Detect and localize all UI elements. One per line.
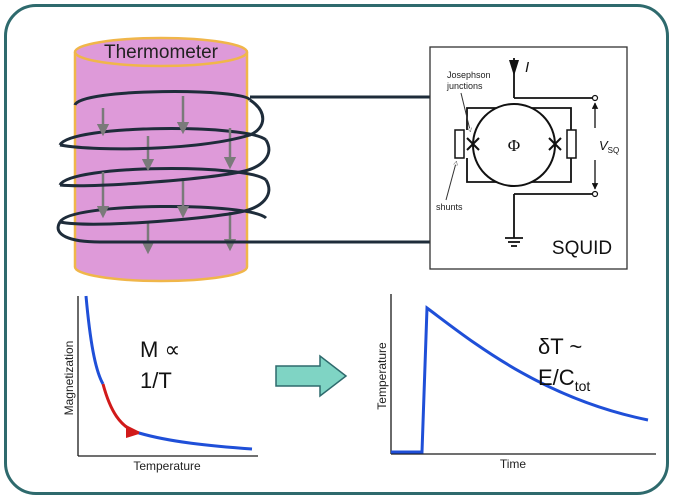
shunts-label: shunts [436,202,463,212]
magnetization-xlabel: Temperature [133,459,201,473]
current-arrow [509,60,519,76]
shunt-resistors [454,129,577,159]
magnetization-axes [77,296,258,457]
pulse-formula-line1: δT ~ [538,334,582,359]
temperature-pulse-curve [391,305,649,454]
squid-label: SQUID [552,238,612,259]
shunts-pointer [445,163,456,201]
magnetization-curve-low [138,431,253,451]
josephson-label-line1: Josephson [447,70,491,80]
terminal-top [591,94,599,102]
thermometer-cylinder [73,36,249,283]
josephson-label-line2: junctions [446,81,483,91]
josephson-junctions [466,137,562,151]
pulse-xlabel: Time [500,457,527,471]
pickup-coil [56,95,430,244]
flux-symbol: Φ [508,136,520,155]
magnetization-curve-high [84,295,105,385]
voltage-label: VSQ [599,138,619,155]
magnetization-ylabel: Magnetization [62,341,76,416]
josephson-pointer [460,92,470,130]
pulse-axes [390,294,656,455]
magnetization-formula-line1: M ∝ [140,337,180,362]
magnetic-moment-arrows [96,96,237,255]
pulse-formula-line2: E/Ctot [538,365,590,394]
current-label: I [525,59,529,76]
transition-arrow [275,354,348,398]
magnetization-formula-line2: 1/T [140,368,172,393]
magnetization-curve-highlight [101,383,140,435]
thermometer-label: Thermometer [104,42,219,63]
magnetization-highlight-arrow [126,425,142,438]
terminal-bottom [591,190,599,198]
pulse-ylabel: Temperature [375,342,389,410]
